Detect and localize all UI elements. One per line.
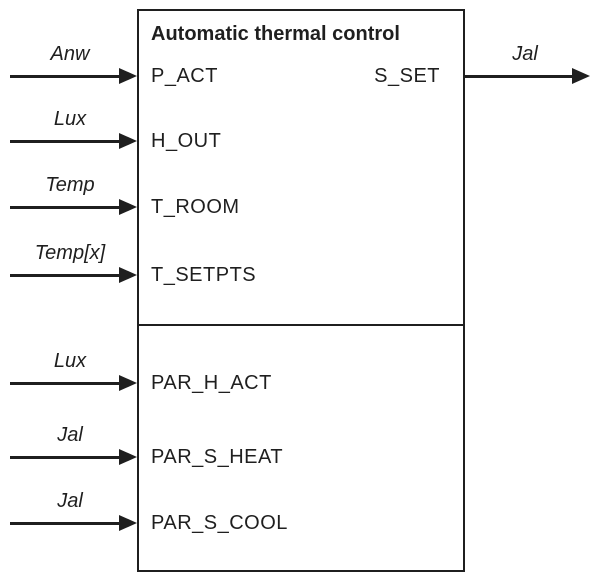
arrow-line [10, 382, 122, 385]
input-arrow-p-act [10, 67, 137, 85]
input-port-t-setpts: T_SETPTS [151, 264, 257, 286]
arrow-line [10, 75, 122, 78]
arrow-line [10, 274, 122, 277]
arrow-line [10, 456, 122, 459]
arrowhead [119, 515, 137, 531]
output-arrow-s-set [465, 67, 590, 85]
arrowhead [119, 449, 137, 465]
signal-label-lux: Lux [53, 108, 87, 130]
io-parameter-divider [137, 324, 465, 326]
input-arrow-par-h-act [10, 374, 137, 392]
arrowhead [572, 68, 590, 84]
signal-label-par-jal-heat: Jal [57, 424, 83, 446]
signal-label-par-jal-cool: Jal [57, 490, 83, 512]
input-port-h-out: H_OUT [151, 130, 222, 152]
input-port-t-room: T_ROOM [151, 196, 240, 218]
arrow-line [10, 206, 122, 209]
param-port-par-h-act: PAR_H_ACT [151, 372, 272, 394]
input-arrow-h-out [10, 132, 137, 150]
signal-label-temp-x: Temp[x] [34, 242, 106, 264]
arrowhead [119, 68, 137, 84]
param-port-par-s-heat: PAR_S_HEAT [151, 446, 284, 468]
arrow-line [10, 140, 122, 143]
param-port-par-s-cool: PAR_S_COOL [151, 512, 288, 534]
arrow-line [10, 522, 122, 525]
signal-label-jal-out: Jal [512, 43, 538, 65]
function-block-box [137, 9, 465, 572]
output-port-s-set: S_SET [374, 65, 440, 87]
signal-label-par-lux: Lux [53, 350, 87, 372]
signal-label-anw: Anw [50, 43, 90, 65]
input-port-p-act: P_ACT [151, 65, 218, 87]
arrowhead [119, 267, 137, 283]
input-arrow-par-s-heat [10, 448, 137, 466]
input-arrow-t-room [10, 198, 137, 216]
input-arrow-par-s-cool [10, 514, 137, 532]
arrow-line [465, 75, 575, 78]
arrowhead [119, 133, 137, 149]
input-arrow-t-setpts [10, 266, 137, 284]
block-title: Automatic thermal control [151, 23, 400, 45]
arrowhead [119, 199, 137, 215]
arrowhead [119, 375, 137, 391]
signal-label-temp: Temp [45, 174, 95, 196]
